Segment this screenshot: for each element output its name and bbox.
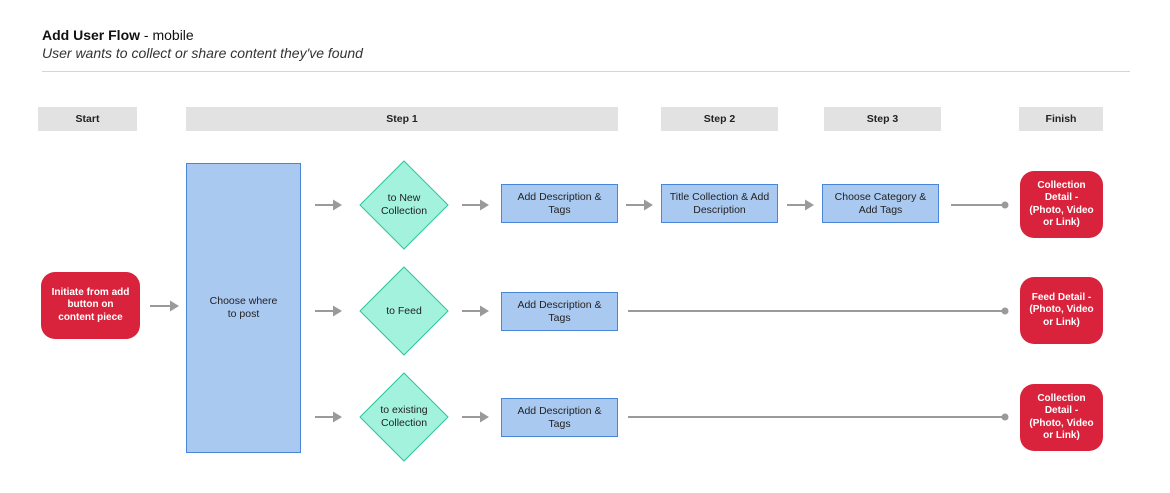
arrow-title-to-choose-category	[787, 199, 814, 211]
stage-step-3: Step 3	[824, 107, 941, 131]
stage-finish: Finish	[1019, 107, 1103, 131]
arrow-choose-to-feed	[315, 305, 342, 317]
line-to-collection-detail-1	[951, 201, 1009, 209]
arrow-new-collection-to-add-desc	[462, 199, 489, 211]
arrow-feed-to-add-desc	[462, 305, 489, 317]
decision-to-existing-collection-label: to existing Collection	[380, 404, 428, 429]
decision-to-feed-label: to Feed	[386, 304, 422, 317]
add-description-tags-node-3: Add Description & Tags	[501, 398, 618, 437]
title-collection-node: Title Collection & Add Description	[661, 184, 778, 223]
title-suffix: - mobile	[140, 27, 194, 43]
arrow-initiate-to-choose	[150, 300, 179, 312]
add-description-tags-label-3: Add Description & Tags	[517, 404, 602, 430]
choose-where-label: Choose where to post	[209, 295, 278, 320]
header-divider	[42, 71, 1130, 72]
line-to-collection-detail-2	[628, 413, 1009, 421]
choose-category-label: Choose Category & Add Tags	[834, 190, 927, 216]
add-description-tags-label-2: Add Description & Tags	[517, 298, 602, 324]
arrow-choose-to-existing-collection	[315, 411, 342, 423]
stage-step-2: Step 2	[661, 107, 778, 131]
decision-to-existing-collection: to existing Collection	[359, 372, 449, 462]
collection-detail-node-2: Collection Detail - (Photo, Video or Lin…	[1020, 384, 1103, 451]
feed-detail-node: Feed Detail - (Photo, Video or Link)	[1020, 277, 1103, 344]
title-collection-label: Title Collection & Add Description	[669, 190, 770, 216]
arrow-add-desc-to-title-collection	[626, 199, 653, 211]
page-subtitle: User wants to collect or share content t…	[42, 45, 363, 61]
decision-to-new-collection-label: to New Collection	[380, 192, 428, 217]
decision-to-new-collection: to New Collection	[359, 160, 449, 250]
arrow-existing-to-add-desc	[462, 411, 489, 423]
stage-step-1: Step 1	[186, 107, 618, 131]
stage-start: Start	[38, 107, 137, 131]
page-title: Add User Flow - mobile	[42, 27, 194, 43]
feed-detail-label: Feed Detail - (Photo, Video or Link)	[1029, 292, 1094, 328]
collection-detail-node-1: Collection Detail - (Photo, Video or Lin…	[1020, 171, 1103, 238]
add-description-tags-label-1: Add Description & Tags	[517, 190, 602, 216]
collection-detail-label-2: Collection Detail - (Photo, Video or Lin…	[1029, 393, 1094, 441]
title-bold: Add User Flow	[42, 27, 141, 43]
line-to-feed-detail	[628, 307, 1009, 315]
choose-where-node: Choose where to post	[186, 163, 301, 453]
initiate-node: Initiate from add button on content piec…	[41, 272, 140, 339]
add-description-tags-node-2: Add Description & Tags	[501, 292, 618, 331]
initiate-label: Initiate from add button on content piec…	[51, 287, 130, 323]
choose-category-node: Choose Category & Add Tags	[822, 184, 939, 223]
collection-detail-label-1: Collection Detail - (Photo, Video or Lin…	[1029, 180, 1094, 228]
decision-to-feed: to Feed	[359, 266, 449, 356]
arrow-choose-to-new-collection	[315, 199, 342, 211]
add-description-tags-node-1: Add Description & Tags	[501, 184, 618, 223]
